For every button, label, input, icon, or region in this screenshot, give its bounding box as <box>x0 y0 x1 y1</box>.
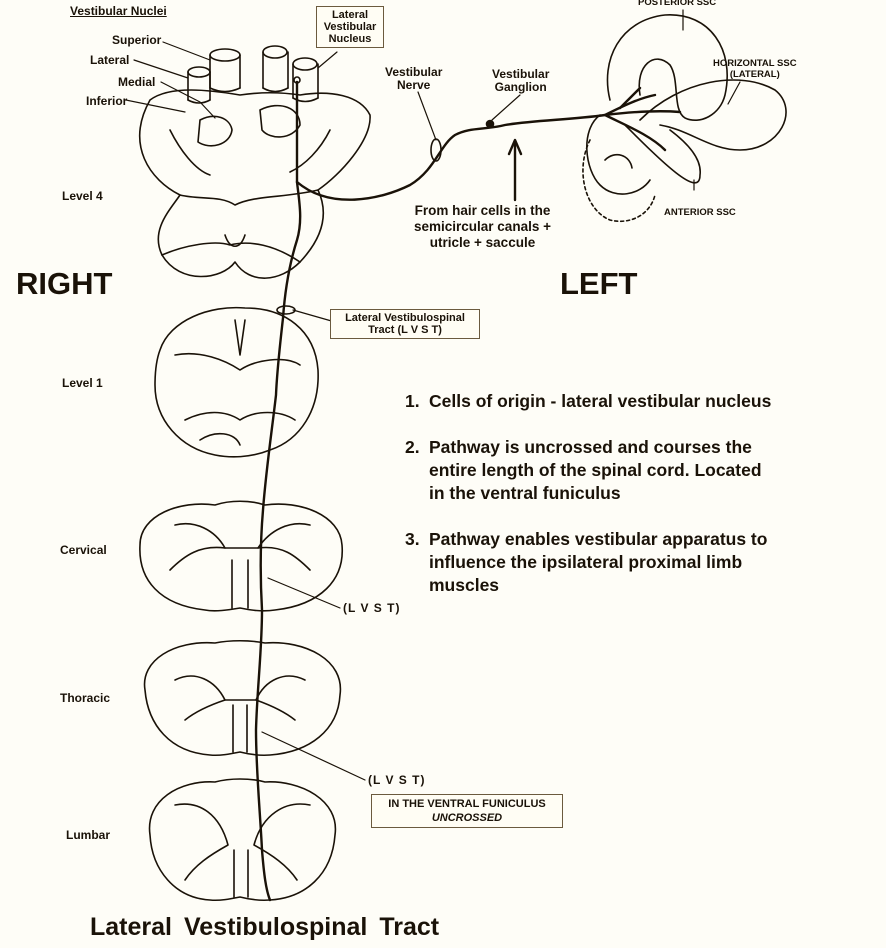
title-word-3: Tract <box>379 913 440 941</box>
lvn-line-2: Vestibular <box>323 21 377 33</box>
hair-cells-line-2: semicircular canals + <box>414 219 551 234</box>
label-medial: Medial <box>118 75 156 89</box>
label-lateral: Lateral <box>90 53 130 67</box>
point-1: 1. Cells of origin - lateral vestibular n… <box>405 390 771 413</box>
label-vestibular-nerve: Vestibular Nerve <box>385 66 442 92</box>
vestibular-nerve-line-1: Vestibular <box>385 65 443 79</box>
point-2-line-1: Pathway is uncrossed and courses the <box>429 437 752 457</box>
labyrinth <box>582 14 787 222</box>
point-2-line-2: entire length of the spinal cord. Locate… <box>429 460 762 480</box>
label-lvst-cervical: (L V S T) <box>343 601 401 615</box>
ventral-funiculus-box: IN THE VENTRAL FUNICULUS UNCROSSED <box>371 794 563 828</box>
side-label-left: LEFT <box>560 266 638 301</box>
point-3-number: 3. <box>405 529 420 549</box>
vestibular-ganglion-line-1: Vestibular <box>492 67 550 81</box>
point-2: 2. Pathway is uncrossed and courses the e… <box>405 436 762 505</box>
label-level4: Level 4 <box>62 189 103 203</box>
vestibular-ganglion-line-2: Ganglion <box>494 80 547 94</box>
side-label-right: RIGHT <box>16 266 113 301</box>
lvst-tract-marker <box>276 305 296 315</box>
label-cervical: Cervical <box>60 543 107 557</box>
label-vestibular-ganglion: Vestibular Ganglion <box>492 68 549 94</box>
vestibular-ganglion-dot <box>485 119 495 129</box>
point-3-line-2: influence the ipsilateral proximal limb <box>429 552 743 572</box>
label-posterior-ssc: POSTERIOR SSC <box>638 0 717 8</box>
vestibular-nerve-line-2: Nerve <box>397 78 431 92</box>
brainstem-level4 <box>139 89 371 279</box>
label-inferior: Inferior <box>86 94 128 108</box>
ventral-box-line-2: UNCROSSED <box>431 812 503 824</box>
horizontal-ssc-line-1: HORIZONTAL SSC <box>713 58 797 69</box>
hair-cells-line-3: utricle + saccule <box>429 235 536 250</box>
leader-lines <box>125 9 741 781</box>
horizontal-ssc-line-2: (LATERAL) <box>729 69 780 80</box>
label-level1: Level 1 <box>62 376 103 390</box>
point-1-line-1: Cells of origin - lateral vestibular nuc… <box>429 391 772 411</box>
point-1-number: 1. <box>405 391 420 411</box>
label-horizontal-ssc: HORIZONTAL SSC (LATERAL) <box>713 58 797 80</box>
lvst-box-line-1: Lateral Vestibulospinal <box>345 312 465 324</box>
section-cervical <box>139 500 343 612</box>
label-lumbar: Lumbar <box>66 828 111 842</box>
hair-cells-line-1: From hair cells in the <box>414 203 551 218</box>
lvn-line-1: Lateral <box>331 9 369 21</box>
label-from-hair-cells: From hair cells in the semicircular cana… <box>414 203 551 251</box>
lvst-pathway <box>254 80 682 902</box>
title-word-2: Vestibulospinal <box>183 913 368 941</box>
lvst-box-line-2: Tract (L V S T) <box>368 324 442 336</box>
section-lumbar <box>148 778 337 902</box>
lvst-tract-box: Lateral Vestibulospinal Tract (L V S T) <box>330 309 480 339</box>
ventral-box-line-1: IN THE VENTRAL FUNICULUS <box>388 798 546 810</box>
point-2-number: 2. <box>405 437 420 457</box>
point-2-line-3: in the ventral funiculus <box>429 483 621 503</box>
label-anterior-ssc: ANTERIOR SSC <box>664 207 736 218</box>
label-lvst-thoracic: (L V S T) <box>368 773 426 787</box>
section-level1 <box>154 306 319 458</box>
label-thoracic: Thoracic <box>60 691 111 705</box>
point-3-line-1: Pathway enables vestibular apparatus to <box>429 529 768 549</box>
vestibular-nuclei-blocks <box>187 45 319 104</box>
section-thoracic <box>143 639 342 757</box>
lateral-vestibular-nucleus-box: Lateral Vestibular Nucleus <box>316 6 384 48</box>
title-word-1: Lateral <box>90 913 172 941</box>
point-3-line-3: muscles <box>429 575 500 595</box>
label-superior: Superior <box>112 33 162 47</box>
diagram-title: Lateral Vestibulospinal Tract <box>90 913 451 942</box>
lvn-line-3: Nucleus <box>328 33 372 45</box>
vestibular-nuclei-heading: Vestibular Nuclei <box>70 4 167 18</box>
point-3: 3. Pathway enables vestibular apparatus t… <box>405 528 767 597</box>
